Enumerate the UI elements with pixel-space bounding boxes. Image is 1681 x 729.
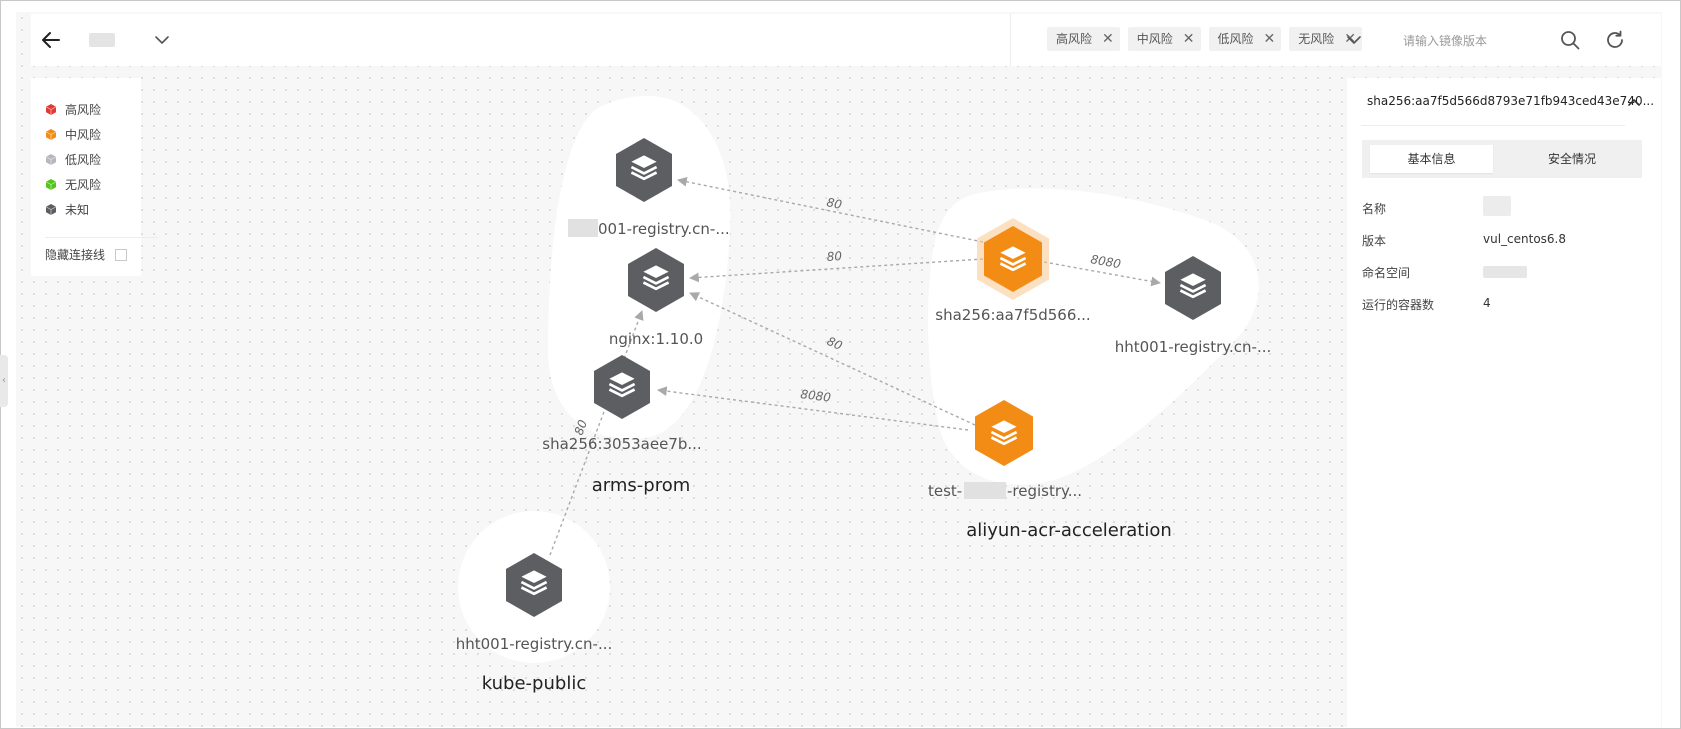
hexagon-icon bbox=[616, 138, 672, 202]
field-label: 命名空间 bbox=[1362, 266, 1411, 280]
panel-title: sha256:aa7f5d566d8793e71fb943ced43e740..… bbox=[1367, 94, 1655, 108]
filter-tag-label: 中风险 bbox=[1136, 32, 1173, 46]
image-node-selected[interactable]: sha256:aa7f5d566... bbox=[935, 218, 1091, 324]
node-label: test- bbox=[928, 482, 962, 500]
edge-label: 8080 bbox=[1089, 252, 1122, 271]
legend-divider bbox=[45, 237, 158, 238]
close-icon[interactable]: ✕ bbox=[1102, 31, 1114, 47]
edge-line bbox=[689, 292, 976, 426]
image-node[interactable]: hht001-registry.cn-... bbox=[1115, 256, 1272, 356]
chevron-down-icon[interactable] bbox=[152, 30, 172, 50]
redacted-value bbox=[1483, 266, 1527, 278]
cluster-selector[interactable] bbox=[89, 28, 115, 52]
node-label: hht001-registry.cn-... bbox=[1115, 338, 1272, 356]
chevron-down-icon[interactable] bbox=[1344, 30, 1364, 50]
group-label: kube-public bbox=[482, 673, 586, 694]
legend-label: 未知 bbox=[65, 202, 90, 217]
filter-tag-low: 低风险 ✕ bbox=[1208, 27, 1282, 51]
edge-label: 80 bbox=[826, 249, 843, 264]
field-label: 运行的容器数 bbox=[1362, 298, 1435, 312]
image-node[interactable]: test- -registry... bbox=[928, 400, 1082, 500]
redacted-value bbox=[1483, 196, 1511, 216]
redacted-text bbox=[568, 219, 598, 237]
image-node[interactable]: sha256:3053aee7b... bbox=[542, 355, 702, 453]
hexagon-icon bbox=[1165, 256, 1221, 320]
image-node[interactable]: nginx:1.10.0 bbox=[609, 248, 703, 348]
risk-legend: 高风险 中风险 低风险 无风险 未知 隐藏连接线 bbox=[31, 78, 158, 276]
redacted-cluster-name bbox=[89, 33, 115, 47]
legend-item-low: 低风险 bbox=[45, 150, 101, 168]
image-version-search-input[interactable] bbox=[1401, 28, 1555, 54]
legend-item-medium: 中风险 bbox=[45, 125, 101, 143]
legend-label: 无风险 bbox=[65, 177, 102, 192]
detail-tabs: 基本信息 安全情况 bbox=[1362, 140, 1642, 178]
edge-line bbox=[657, 386, 969, 431]
edge-line bbox=[689, 258, 984, 283]
arrow-left-icon[interactable] bbox=[39, 28, 63, 52]
image-detail-panel: sha256:aa7f5d566d8793e71fb943ced43e740..… bbox=[1347, 78, 1661, 727]
node-label: 001-registry.cn-... bbox=[598, 220, 730, 238]
cube-icon bbox=[45, 178, 57, 190]
expand-sidebar-handle[interactable]: ‹ bbox=[0, 355, 8, 407]
filter-tag-label: 无风险 bbox=[1298, 32, 1335, 46]
close-icon[interactable]: ✕ bbox=[1182, 31, 1195, 47]
cube-icon bbox=[45, 203, 57, 215]
legend-item-unknown: 未知 bbox=[45, 200, 89, 218]
search-icon[interactable] bbox=[1559, 29, 1581, 51]
edge-label: 80 bbox=[825, 334, 845, 353]
refresh-icon[interactable] bbox=[1604, 29, 1626, 51]
hide-lines-checkbox[interactable] bbox=[115, 248, 128, 261]
legend-label: 中风险 bbox=[65, 127, 102, 142]
image-node[interactable]: hht001-registry.cn-... bbox=[456, 553, 613, 653]
legend-item-none: 无风险 bbox=[45, 175, 101, 193]
edge-label: 80 bbox=[572, 418, 591, 437]
redacted-text bbox=[964, 482, 1006, 499]
filter-tag-medium: 中风险 ✕ bbox=[1127, 27, 1201, 51]
filter-tag-high: 高风险 ✕ bbox=[1047, 27, 1120, 51]
filter-tag-label: 低风险 bbox=[1217, 32, 1254, 46]
cube-icon bbox=[45, 153, 57, 165]
node-label: nginx:1.10.0 bbox=[609, 330, 703, 348]
edge-line bbox=[1043, 261, 1161, 287]
hexagon-icon bbox=[628, 248, 684, 312]
legend-label: 高风险 bbox=[65, 102, 102, 117]
legend-label: 低风险 bbox=[65, 152, 102, 167]
panel-divider bbox=[1361, 125, 1625, 126]
node-label: hht001-registry.cn-... bbox=[456, 635, 613, 653]
cube-icon bbox=[45, 128, 57, 140]
cube-icon bbox=[45, 103, 57, 115]
hide-lines-label: 隐藏连接线 bbox=[45, 248, 106, 262]
group-label: arms-prom bbox=[592, 475, 691, 496]
edge-labels: 80 80 8080 80 8080 80 bbox=[572, 195, 1123, 437]
filter-tag-label: 高风险 bbox=[1056, 32, 1093, 46]
group-label: aliyun-acr-acceleration bbox=[966, 520, 1172, 541]
tab-basic-info[interactable]: 基本信息 bbox=[1370, 145, 1493, 173]
hexagon-icon bbox=[594, 355, 650, 419]
hexagon-icon bbox=[506, 553, 562, 617]
legend-item-high: 高风险 bbox=[45, 100, 101, 118]
node-label: sha256:aa7f5d566... bbox=[935, 306, 1090, 324]
node-label: sha256:3053aee7b... bbox=[542, 435, 701, 453]
image-node[interactable]: 001-registry.cn-... bbox=[568, 138, 730, 238]
hide-lines-toggle[interactable]: 隐藏连接线 bbox=[45, 246, 128, 263]
edge-label: 8080 bbox=[800, 387, 832, 405]
field-value: 4 bbox=[1483, 296, 1491, 310]
close-icon[interactable]: ✕ bbox=[1263, 31, 1276, 47]
edge-label: 80 bbox=[825, 195, 843, 212]
node-label: -registry... bbox=[1007, 482, 1082, 500]
edges bbox=[549, 176, 1161, 556]
top-toolbar: 高风险 ✕ 中风险 ✕ 低风险 ✕ 无风险 ✕ bbox=[31, 14, 1661, 66]
toolbar-divider bbox=[1010, 14, 1011, 66]
edge-line bbox=[549, 310, 644, 556]
field-label: 名称 bbox=[1362, 202, 1387, 216]
field-value: vul_centos6.8 bbox=[1483, 232, 1567, 246]
edge-line bbox=[677, 176, 984, 243]
field-label: 版本 bbox=[1362, 234, 1387, 248]
chevron-up-icon[interactable] bbox=[1625, 94, 1643, 112]
tab-security[interactable]: 安全情况 bbox=[1547, 152, 1596, 166]
